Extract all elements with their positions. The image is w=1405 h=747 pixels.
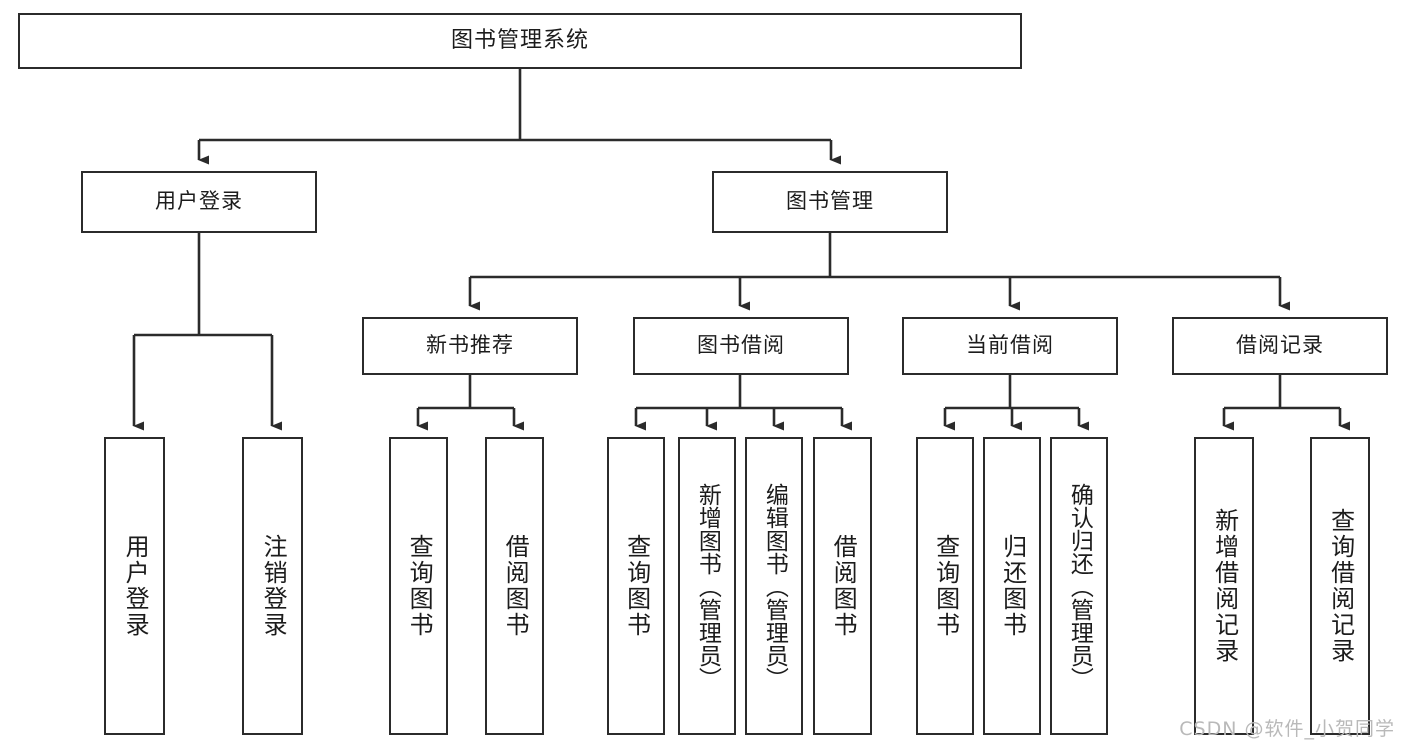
leaf-node-label: 注销登录 <box>259 534 288 638</box>
node-book-borrow[interactable]: 图书借阅 <box>633 317 849 375</box>
node-user-login-label: 用户登录 <box>155 189 243 214</box>
node-book-manage-label: 图书管理 <box>786 189 874 214</box>
leaf-node[interactable]: 新增图书（管理员） <box>678 437 736 735</box>
leaf-node[interactable]: 查询图书 <box>389 437 448 735</box>
node-borrow-record[interactable]: 借阅记录 <box>1172 317 1388 375</box>
node-root[interactable]: 图书管理系统 <box>18 13 1022 69</box>
leaf-node-label: 借阅图书 <box>829 534 858 638</box>
leaf-node-label: 确认归还（管理员） <box>1066 482 1093 690</box>
leaf-node[interactable]: 注销登录 <box>242 437 303 735</box>
leaf-node[interactable]: 查询借阅记录 <box>1310 437 1370 735</box>
node-user-login[interactable]: 用户登录 <box>81 171 317 233</box>
node-current-borrow-label: 当前借阅 <box>966 333 1054 358</box>
node-new-book-recommendation[interactable]: 新书推荐 <box>362 317 578 375</box>
leaf-node[interactable]: 借阅图书 <box>485 437 544 735</box>
node-new-book-recommendation-label: 新书推荐 <box>426 333 514 358</box>
node-borrow-record-label: 借阅记录 <box>1236 333 1324 358</box>
leaf-node[interactable]: 查询图书 <box>607 437 665 735</box>
leaf-node-label: 借阅图书 <box>501 534 530 638</box>
leaf-node-label: 新增借阅记录 <box>1210 508 1239 664</box>
leaf-node[interactable]: 用户登录 <box>104 437 165 735</box>
leaf-node-label: 查询图书 <box>931 534 960 638</box>
leaf-node-label: 查询图书 <box>405 534 434 638</box>
leaf-node-label: 新增图书（管理员） <box>694 482 721 690</box>
leaf-node-label: 查询借阅记录 <box>1326 508 1355 664</box>
node-root-label: 图书管理系统 <box>450 27 589 53</box>
node-current-borrow[interactable]: 当前借阅 <box>902 317 1118 375</box>
node-book-manage[interactable]: 图书管理 <box>712 171 948 233</box>
leaf-node[interactable]: 借阅图书 <box>813 437 872 735</box>
leaf-node[interactable]: 新增借阅记录 <box>1194 437 1254 735</box>
watermark: CSDN @软件_小贺同学 <box>1179 718 1395 740</box>
leaf-node[interactable]: 编辑图书（管理员） <box>745 437 803 735</box>
leaf-node[interactable]: 查询图书 <box>916 437 974 735</box>
node-book-borrow-label: 图书借阅 <box>697 333 785 358</box>
leaf-node-label: 用户登录 <box>121 534 150 638</box>
leaf-node[interactable]: 确认归还（管理员） <box>1050 437 1108 735</box>
leaf-node-label: 编辑图书（管理员） <box>761 482 788 690</box>
leaf-node-label: 归还图书 <box>998 534 1027 638</box>
leaf-node[interactable]: 归还图书 <box>983 437 1041 735</box>
leaf-node-label: 查询图书 <box>622 534 651 638</box>
